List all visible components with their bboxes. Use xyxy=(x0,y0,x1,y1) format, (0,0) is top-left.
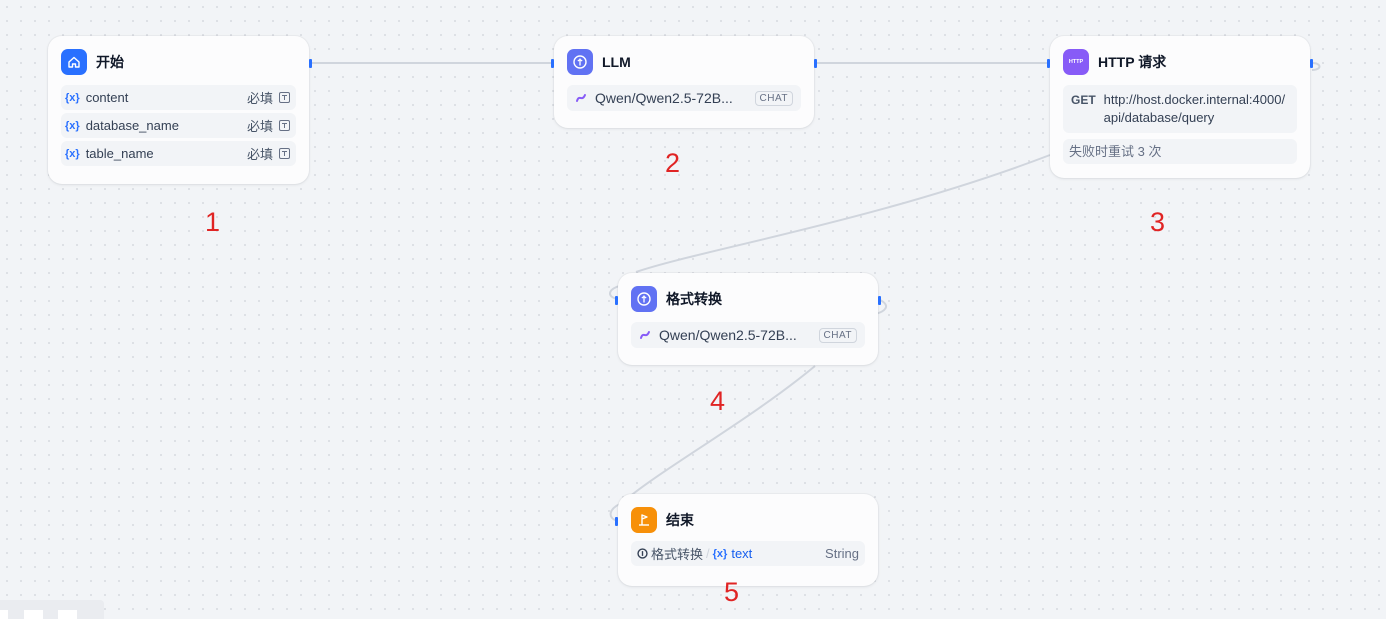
mode-badge: CHAT xyxy=(754,90,793,106)
brain-icon xyxy=(631,286,657,312)
model-selector[interactable]: Qwen/Qwen2.5-72B... CHAT xyxy=(631,322,865,348)
node-title: 开始 xyxy=(96,54,124,70)
output-handle[interactable] xyxy=(814,59,817,68)
model-name: Qwen/Qwen2.5-72B... xyxy=(595,90,733,106)
brain-icon xyxy=(567,49,593,75)
annotation-number: 5 xyxy=(724,577,740,607)
model-name: Qwen/Qwen2.5-72B... xyxy=(659,327,797,343)
input-handle[interactable] xyxy=(551,59,554,68)
minimap[interactable] xyxy=(0,600,104,619)
source-node-name: 格式转换 xyxy=(651,547,704,562)
start-node[interactable]: 开始 {x} content 必填 {x} database_name 必填 {… xyxy=(48,36,312,184)
output-variable-row[interactable]: 格式转换 / {x} text String xyxy=(631,541,865,566)
input-variable-row[interactable]: {x} table_name 必填 xyxy=(61,141,296,166)
required-label: 必填 xyxy=(246,91,273,106)
model-provider-icon xyxy=(576,94,586,102)
mode-badge: CHAT xyxy=(818,327,857,343)
variable-type: String xyxy=(825,546,859,561)
http-method: GET xyxy=(1071,93,1096,107)
path-separator: / xyxy=(706,546,710,561)
edge-format-end xyxy=(622,365,816,503)
model-provider-icon xyxy=(640,331,650,339)
input-handle[interactable] xyxy=(1047,59,1050,68)
variable-icon: {x} xyxy=(65,119,80,132)
input-variable-row[interactable]: {x} database_name 必填 xyxy=(61,113,296,138)
output-handle[interactable] xyxy=(1310,59,1313,68)
node-title: 结束 xyxy=(666,512,694,528)
annotation-number: 2 xyxy=(665,148,681,178)
required-label: 必填 xyxy=(246,119,273,134)
variable-icon: {x} xyxy=(65,91,80,104)
text-input-type-icon xyxy=(279,120,290,131)
input-handle[interactable] xyxy=(615,517,618,526)
node-title: HTTP 请求 xyxy=(1098,54,1167,70)
variable-icon: {x} xyxy=(712,547,728,560)
end-node[interactable]: 结束 格式转换 / {x} text String xyxy=(615,494,878,586)
annotation-number: 1 xyxy=(205,207,221,237)
input-variable-row[interactable]: {x} content 必填 xyxy=(61,85,296,110)
output-handle[interactable] xyxy=(878,296,881,305)
format-conversion-node[interactable]: 格式转换 Qwen/Qwen2.5-72B... CHAT xyxy=(615,273,881,365)
url-text: http://host.docker.internal:4000/api/dat… xyxy=(1103,92,1286,125)
input-handle[interactable] xyxy=(615,296,618,305)
minimap-block xyxy=(58,610,77,619)
request-url[interactable]: GET http://host.docker.internal:4000/api… xyxy=(1063,85,1297,133)
text-input-type-icon xyxy=(279,148,290,159)
minimap-block xyxy=(24,610,43,619)
edge-http-format xyxy=(635,154,1051,273)
http-icon: HTTP xyxy=(1063,49,1089,75)
edge-http-format xyxy=(1311,62,1321,71)
home-icon xyxy=(61,49,87,75)
retry-info: 失败时重试 3 次 xyxy=(1063,139,1297,164)
brain-icon xyxy=(637,548,648,559)
edge-http-format xyxy=(609,285,621,300)
model-selector[interactable]: Qwen/Qwen2.5-72B... CHAT xyxy=(567,85,801,111)
variable-name: table_name xyxy=(85,146,154,161)
variable-name: database_name xyxy=(85,118,179,133)
required-label: 必填 xyxy=(246,147,273,162)
llm-node[interactable]: LLM Qwen/Qwen2.5-72B... CHAT xyxy=(551,36,817,128)
variable-name: content xyxy=(85,90,129,105)
http-icon-text: HTTP xyxy=(1068,59,1084,65)
text-input-type-icon xyxy=(279,92,290,103)
http-request-node[interactable]: HTTP HTTP 请求 GET http://host.docker.inte… xyxy=(1047,36,1313,178)
output-handle[interactable] xyxy=(309,59,312,68)
end-icon xyxy=(631,507,657,533)
node-title: LLM xyxy=(602,54,631,70)
node-title: 格式转换 xyxy=(666,291,722,307)
annotation-number: 3 xyxy=(1150,207,1166,237)
variable-name: text xyxy=(731,546,753,561)
variable-icon: {x} xyxy=(65,147,80,160)
annotation-number: 4 xyxy=(710,386,726,416)
minimap-block xyxy=(0,610,8,619)
